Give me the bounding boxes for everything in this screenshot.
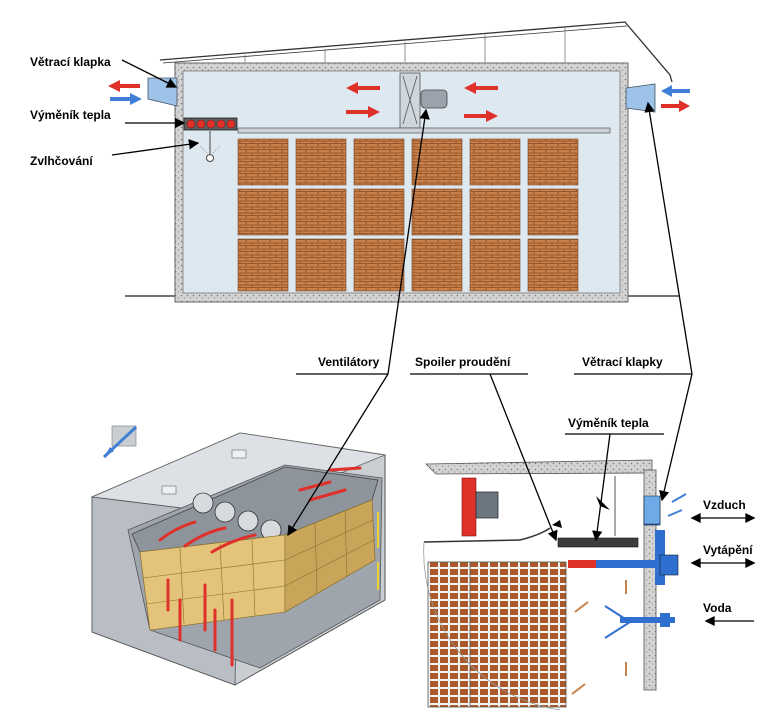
label-voda: Voda bbox=[703, 601, 732, 615]
leader-lines bbox=[111, 59, 756, 627]
label-vetraci-klapky: Větrací klapky bbox=[582, 355, 663, 369]
kiln-3d-cutaway bbox=[90, 425, 387, 686]
label-vytapeni: Vytápění bbox=[703, 543, 753, 557]
label-vymenik-tepla-detail: Výměník tepla bbox=[568, 416, 649, 430]
kiln-section bbox=[108, 21, 690, 303]
label-vzduch: Vzduch bbox=[703, 498, 746, 512]
label-zvlhcovani: Zvlhčování bbox=[30, 154, 93, 168]
label-spoiler-proudeni: Spoiler proudění bbox=[415, 355, 511, 369]
label-vetraci-klapka: Větrací klapka bbox=[30, 55, 111, 69]
label-vymenik-tepla-top: Výměník tepla bbox=[30, 108, 111, 122]
kiln-detail-view bbox=[423, 459, 687, 711]
label-ventilatory: Ventilátory bbox=[318, 355, 380, 369]
airflow-arrows bbox=[108, 80, 690, 122]
